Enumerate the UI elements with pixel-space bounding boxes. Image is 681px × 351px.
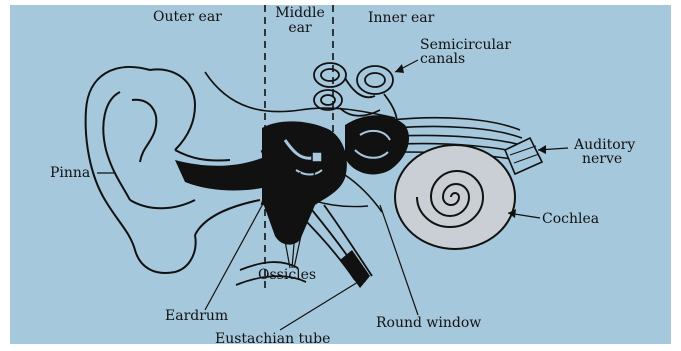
eardrum-label: Eardrum — [165, 309, 228, 323]
middle-ear-label-line1: Middle — [272, 6, 328, 20]
auditory-nerve-label-line2: nerve — [582, 152, 622, 166]
round-window-label: Round window — [376, 316, 481, 330]
cochlea-label: Cochlea — [542, 212, 599, 226]
semicircular-canals-label-line2: canals — [420, 52, 465, 66]
pinna-label: Pinna — [50, 166, 90, 180]
inner-ear-label: Inner ear — [368, 11, 434, 25]
ossicles-label: Ossicles — [258, 268, 316, 282]
cochlea-shape — [395, 145, 515, 249]
middle-ear-label-line2: ear — [272, 21, 328, 35]
eustachian-tube-label: Eustachian tube — [215, 332, 330, 346]
auditory-nerve-label-line1: Auditory — [574, 138, 635, 152]
semicircular-canals-label-line1: Semicircular — [420, 38, 511, 52]
outer-ear-label: Outer ear — [153, 10, 222, 24]
